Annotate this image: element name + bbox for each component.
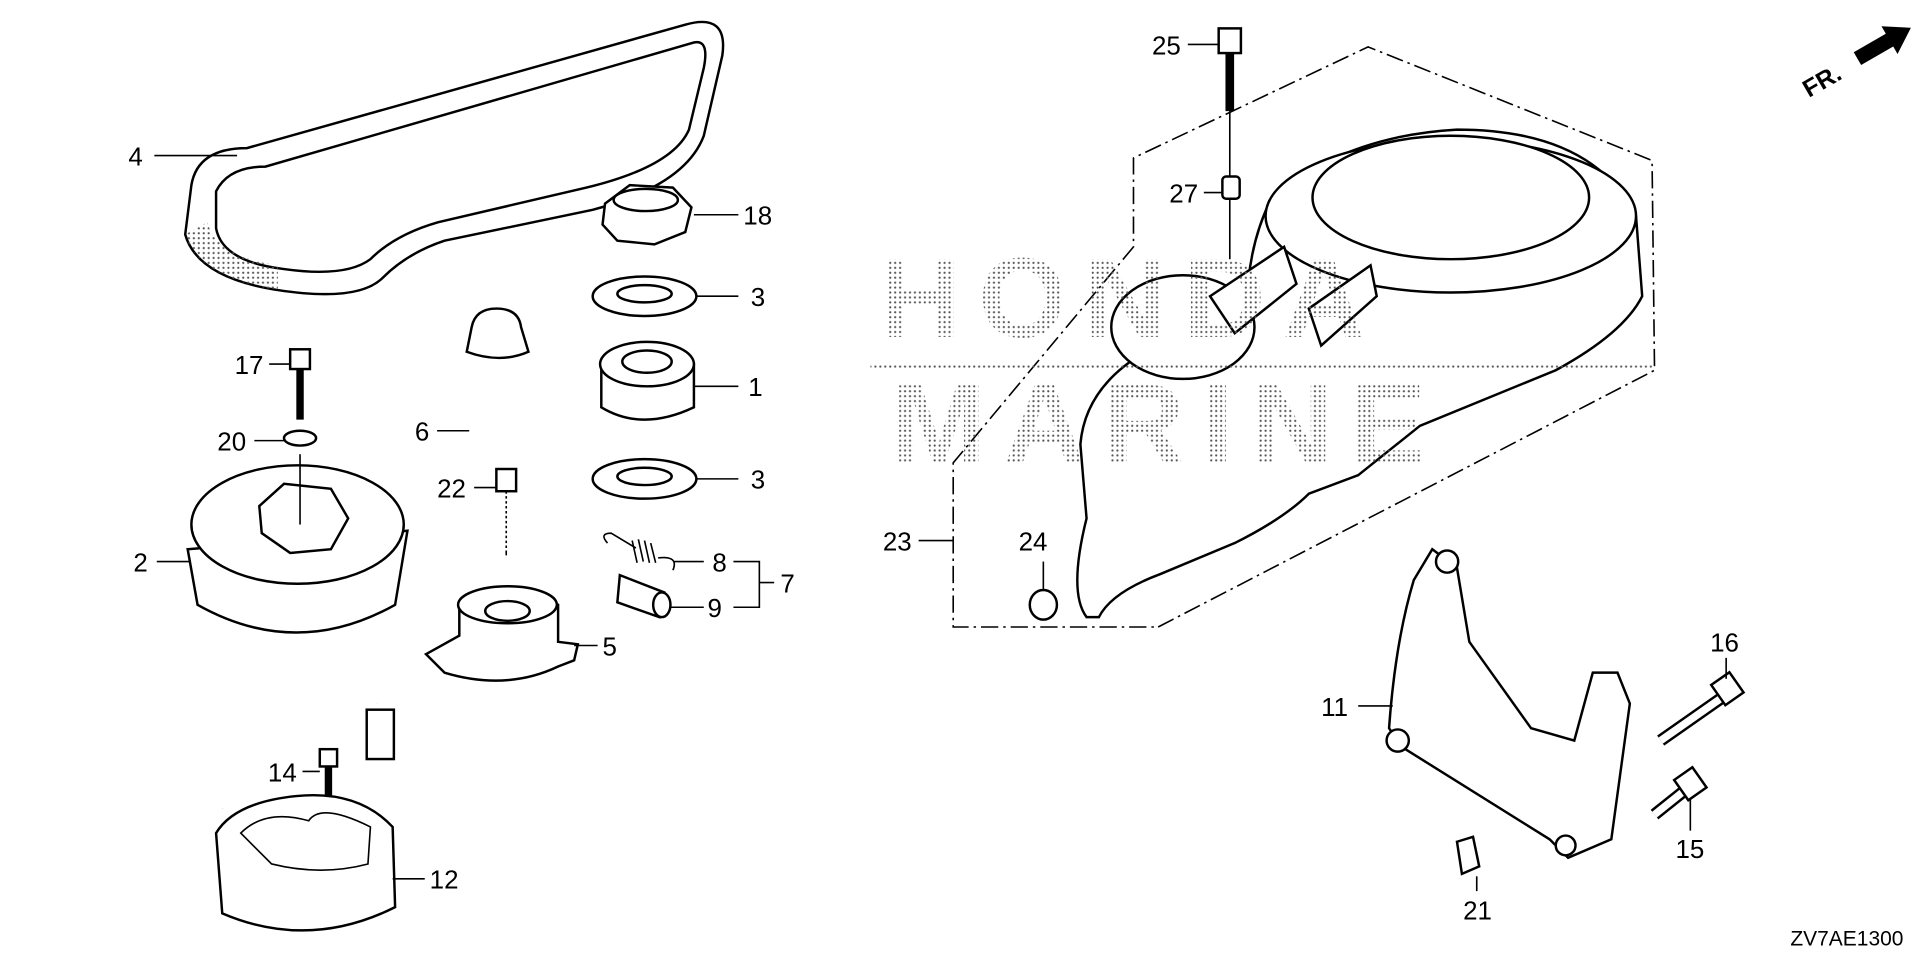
part-15-bolt [1650, 765, 1709, 820]
part-11-bracket [1385, 547, 1632, 860]
callouts: 4 18 3 1 3 8 7 9 5 6 22 17 20 2 14 12 25… [128, 32, 1739, 925]
callout-21: 21 [1463, 898, 1492, 926]
part-17-bolt [288, 348, 312, 420]
part-8-spring [603, 532, 676, 571]
callout-12: 12 [430, 867, 459, 895]
callout-18: 18 [743, 203, 772, 231]
part-3-washer-upper [591, 275, 698, 318]
callout-7: 7 [780, 570, 794, 598]
part-18-nut [601, 183, 693, 246]
callout-3-upper: 3 [751, 284, 765, 312]
part-25-bolt [1217, 27, 1243, 260]
callout-6: 6 [415, 419, 429, 447]
part-24-grommet [1028, 588, 1059, 621]
callout-20: 20 [217, 428, 246, 456]
callout-3-lower: 3 [751, 467, 765, 495]
callout-1: 1 [748, 374, 762, 402]
part-12-sensor-cable [157, 664, 397, 932]
callout-9: 9 [707, 595, 721, 623]
part-9-collar [616, 573, 672, 619]
part-5-pulley-housing [423, 585, 580, 682]
callout-16: 16 [1710, 630, 1739, 658]
callout-4: 4 [128, 143, 142, 171]
callout-11: 11 [1321, 694, 1348, 722]
callout-23: 23 [883, 528, 912, 556]
part-2-flywheel-pulley [186, 454, 409, 634]
callout-22: 22 [437, 475, 466, 503]
callout-27: 27 [1169, 180, 1198, 208]
part-20-washer [282, 429, 318, 447]
callout-24: 24 [1019, 528, 1048, 556]
part-23-recoil-starter [952, 46, 1656, 628]
part-1-gear [598, 340, 696, 421]
part-3-washer-lower [591, 457, 698, 500]
part-6-cap [465, 307, 530, 360]
part-14-bolt [318, 747, 339, 797]
callout-14: 14 [268, 759, 297, 787]
part-27-collar [1221, 175, 1241, 200]
watermark-line-2: MARINE [891, 361, 1443, 488]
callout-25: 25 [1152, 32, 1181, 60]
callout-5: 5 [603, 633, 617, 661]
part-21-collar [1455, 835, 1481, 876]
callout-17: 17 [235, 352, 264, 380]
front-direction-indicator: FR. [1798, 26, 1911, 103]
watermark-line-1: HONDA [879, 235, 1382, 362]
diagram-code: ZV7AE1300 [1790, 927, 1903, 950]
callout-15: 15 [1676, 836, 1705, 864]
callout-2: 2 [133, 549, 147, 577]
part-16-bolt [1657, 670, 1746, 746]
watermark: HONDA MARINE [870, 235, 1655, 488]
arrow-icon [1853, 26, 1911, 66]
fr-label: FR. [1798, 60, 1846, 103]
part-22-bolt [495, 467, 518, 556]
callout-8: 8 [712, 549, 726, 577]
leader-lines [154, 43, 1727, 892]
part-4-timing-belt [183, 20, 725, 296]
